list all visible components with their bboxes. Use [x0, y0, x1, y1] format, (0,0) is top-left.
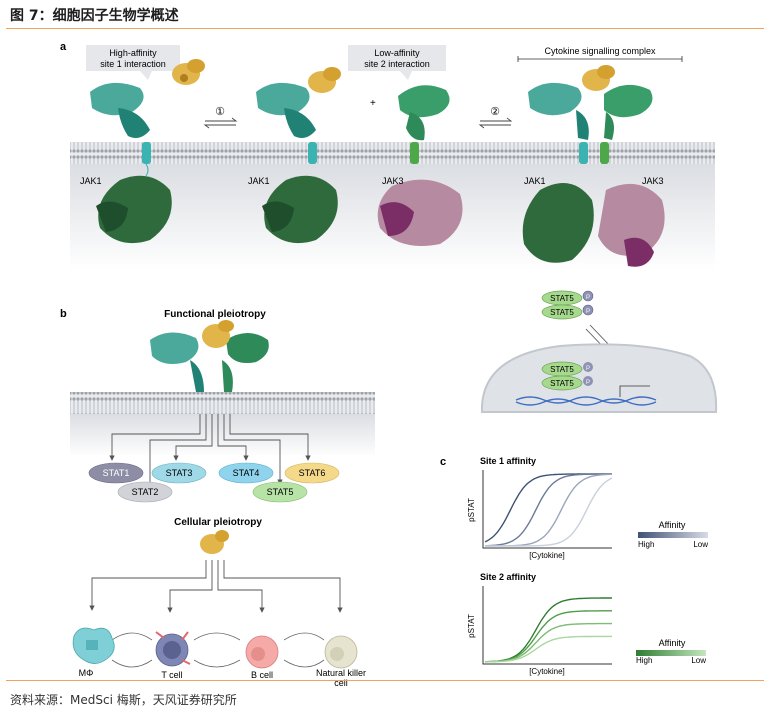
membrane-a — [70, 142, 715, 164]
svg-text:P: P — [586, 295, 590, 301]
svg-text:site 1 interaction: site 1 interaction — [100, 59, 166, 69]
panel-c-label: c — [440, 456, 446, 468]
b-cell-icon: B cell — [245, 635, 279, 680]
stat3-label: STAT3 — [166, 468, 193, 478]
chart2-legend-title: Affinity — [659, 638, 686, 648]
site1-affinity-chart: Site 1 affinity pSTAT [Cytokine] Affinit… — [467, 456, 708, 560]
stat5-dimer-cytoplasm: STAT5 P STAT5 P — [541, 290, 594, 320]
svg-text:site 2 interaction: site 2 interaction — [364, 59, 430, 69]
stat1-label: STAT1 — [103, 468, 130, 478]
free-cytokine-icon — [172, 59, 205, 85]
complex-bracket: Cytokine signalling complex — [517, 46, 683, 62]
page-title: 图 7：细胞因子生物学概述 — [10, 8, 179, 24]
t-cell-icon: T cell — [155, 631, 191, 680]
chart2-legend-bar — [636, 650, 706, 656]
svg-text:①: ① — [215, 106, 225, 118]
chart1-series-2 — [485, 473, 612, 547]
equilibrium-1: ① — [203, 106, 238, 129]
receptor-1-icon: JAK1 — [80, 82, 172, 244]
chart1-legend-title: Affinity — [659, 520, 686, 530]
source-note: 资料来源：MedSci 梅斯，天风证券研究所 — [10, 693, 237, 707]
svg-text:P: P — [586, 366, 590, 372]
svg-text:P: P — [586, 380, 590, 386]
b-cell-label: B cell — [251, 670, 273, 680]
cell-interaction-arrows — [111, 632, 325, 668]
receptor-2-icon: JAK1 — [248, 67, 341, 244]
svg-text:②: ② — [490, 106, 500, 118]
jak1-label-1: JAK1 — [80, 176, 102, 186]
t-cell-label: T cell — [161, 670, 182, 680]
jak3-label-2: JAK3 — [642, 176, 664, 186]
panel-b-label: b — [60, 308, 67, 320]
pleiotropy-receptor-icon — [150, 320, 269, 392]
cell-arrows — [89, 560, 343, 613]
membrane-b — [70, 392, 375, 414]
chart1-xlabel: [Cytokine] — [529, 551, 565, 560]
chart2-series-1 — [484, 597, 612, 663]
svg-text:STAT5: STAT5 — [550, 365, 574, 374]
chart2-xlabel: [Cytokine] — [529, 667, 565, 676]
chart1-legend-high: High — [638, 540, 654, 549]
footer-divider — [6, 680, 764, 681]
signalling-complex-icon: JAK1 JAK3 — [522, 65, 665, 267]
chart1-title: Site 1 affinity — [480, 456, 536, 466]
chart2-legend-high: High — [636, 656, 652, 665]
chart2-series-4 — [485, 635, 612, 663]
functional-pleiotropy-title: Functional pleiotropy — [164, 309, 266, 320]
callout-site1: High-affinity site 1 interaction — [86, 45, 180, 80]
chart2-series — [484, 597, 612, 663]
jak1-label-2: JAK1 — [248, 176, 270, 186]
stat2-label: STAT2 — [132, 487, 159, 497]
jak1-label-3: JAK1 — [524, 176, 546, 186]
chart1-series-3 — [485, 473, 612, 547]
macrophage-label: MΦ — [79, 668, 94, 678]
chart2-ylabel: pSTAT — [467, 614, 476, 638]
equilibrium-2: ② — [478, 106, 513, 129]
chart1-series-4 — [485, 477, 613, 547]
nucleus: STAT5 P STAT5 P — [480, 343, 718, 413]
chart2-series-3 — [484, 622, 612, 663]
svg-text:High-affinity: High-affinity — [109, 48, 157, 58]
stat4-label: STAT4 — [233, 468, 260, 478]
nk-cell-label-1: Natural killer — [316, 668, 366, 678]
svg-text:STAT5: STAT5 — [550, 294, 574, 303]
plus-sign: + — [370, 98, 376, 109]
svg-text:Low-affinity: Low-affinity — [374, 48, 420, 58]
stat6-label: STAT6 — [299, 468, 326, 478]
cellular-cytokine-icon — [200, 530, 229, 554]
jak3-label-1: JAK3 — [382, 176, 404, 186]
stat5-label: STAT5 — [267, 487, 294, 497]
panel-a-label: a — [60, 41, 67, 53]
chart2-legend-low: Low — [691, 656, 706, 665]
callout-site2: Low-affinity site 2 interaction — [348, 45, 446, 80]
macrophage-icon: MΦ — [72, 627, 115, 678]
svg-text:STAT5: STAT5 — [550, 379, 574, 388]
nk-cell-icon: Natural killer cell — [316, 635, 366, 688]
stat-arrows — [109, 414, 311, 489]
site2-affinity-chart: Site 2 affinity pSTAT [Cytokine] Affinit… — [467, 572, 706, 676]
chart2-title: Site 2 affinity — [480, 572, 536, 582]
stat-badges: STAT1 STAT3 STAT4 STAT6 STAT2 STAT5 — [88, 462, 340, 503]
nk-cell-label-2: cell — [334, 678, 348, 688]
svg-text:STAT5: STAT5 — [550, 308, 574, 317]
receptor-3-icon: JAK3 — [377, 85, 463, 246]
chart1-legend-low: Low — [693, 540, 708, 549]
svg-text:Cytokine signalling complex: Cytokine signalling complex — [544, 46, 656, 56]
svg-text:P: P — [586, 309, 590, 315]
header-divider — [6, 28, 764, 29]
cytoplasm-b — [70, 412, 375, 457]
chart1-series — [484, 473, 613, 547]
chart1-ylabel: pSTAT — [467, 498, 476, 522]
chart1-legend-bar — [638, 532, 708, 538]
cellular-pleiotropy-title: Cellular pleiotropy — [174, 517, 262, 528]
